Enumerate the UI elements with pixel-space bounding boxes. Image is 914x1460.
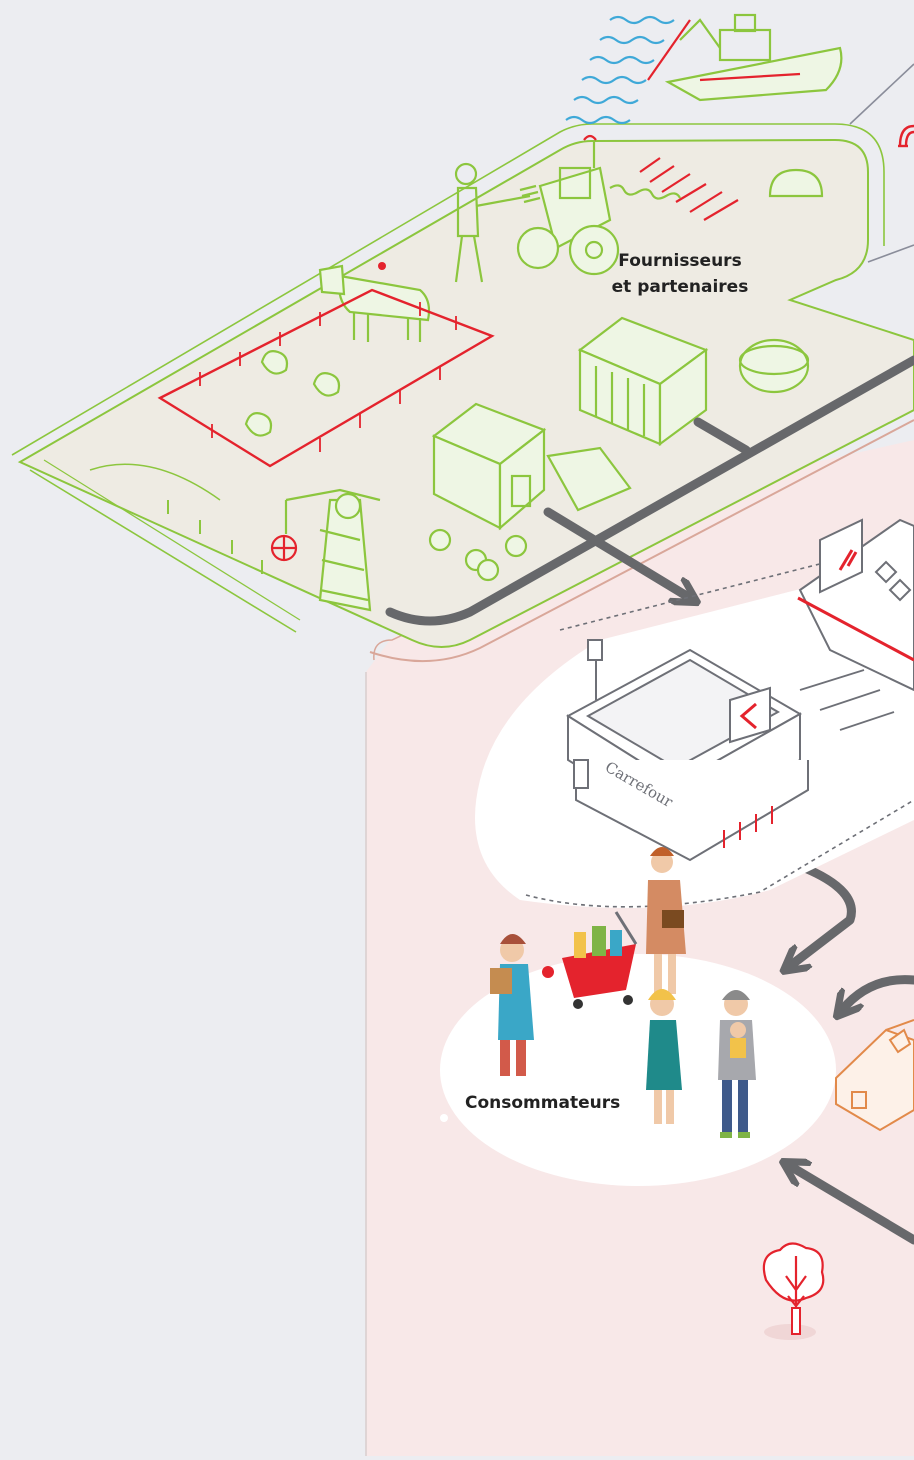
barn-icon [431,402,547,531]
plant-icon [428,528,528,582]
chicken-icon [244,350,341,437]
silo-icon [738,338,810,394]
cow-icon [318,262,431,342]
waves-icon [565,15,675,125]
person-icon [490,847,686,1076]
crane-icon [270,488,381,612]
farmer-icon [454,162,541,283]
supermarket-icon [566,639,895,862]
suppliers-label-line-2: et partenaires [611,277,749,297]
arrow-icon [543,507,914,1245]
suppliers-label: Fournisseurs et partenaires [600,248,760,300]
hay-bale-icon [546,446,632,512]
flow-road [385,355,914,626]
tree-icon [762,1242,825,1340]
boat-icon [647,13,843,102]
house-icon [835,1019,914,1132]
water-tap-icon [898,124,914,148]
tractor-icon [516,134,739,276]
bush-icon [768,168,824,198]
shopping-cart-icon [562,911,638,1009]
fence-icon [157,288,495,468]
consumers-label: Consommateurs [465,1093,621,1113]
suppliers-label-line-1: Fournisseurs [618,251,742,271]
hypermarket-icon [797,518,914,692]
person-icon [646,989,756,1138]
warehouse-icon [577,316,709,447]
supplier-zone [11,63,914,663]
